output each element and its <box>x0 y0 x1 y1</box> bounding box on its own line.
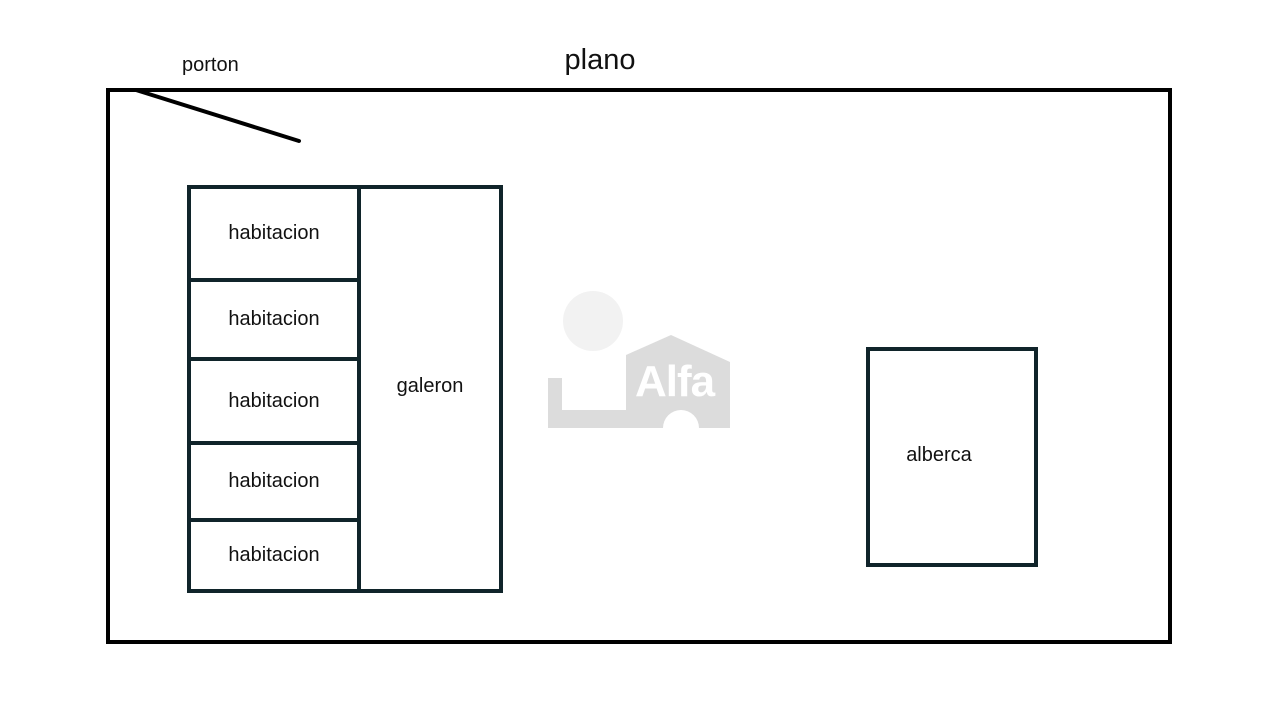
room-3: habitacion <box>187 357 361 445</box>
pool: alberca <box>866 347 1038 567</box>
alfa-watermark-logo <box>548 291 730 428</box>
room-4: habitacion <box>187 441 361 522</box>
watermark-text: Alfa <box>635 357 715 406</box>
room-2: habitacion <box>187 278 361 361</box>
plan-title: plano <box>564 44 636 76</box>
room-1: habitacion <box>187 185 361 282</box>
property-boundary <box>106 88 1172 644</box>
room-5: habitacion <box>187 518 361 593</box>
warehouse: galeron <box>357 185 503 593</box>
gate-label: porton <box>182 54 239 76</box>
